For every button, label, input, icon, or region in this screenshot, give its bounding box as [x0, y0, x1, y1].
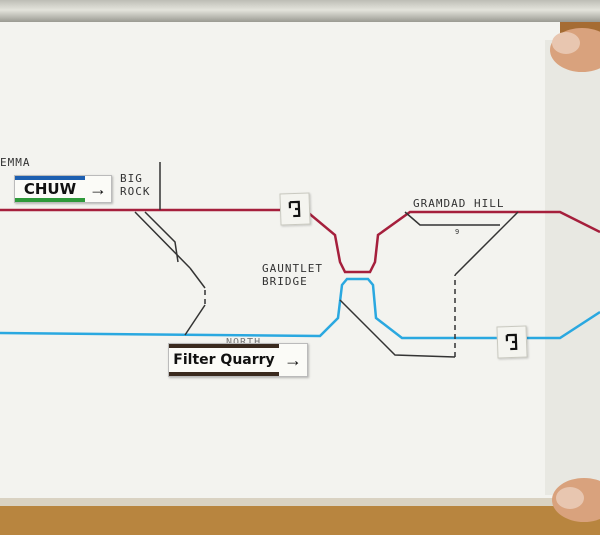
signal-sign-icon[interactable] [496, 325, 528, 359]
filter-quarry-tag[interactable]: Filter Quarry → [168, 343, 308, 377]
siding-number: 9 [455, 228, 460, 236]
chuw-label-block: CHUW [15, 176, 85, 202]
filter-quarry-top-stripe [169, 344, 279, 348]
signal-glyph [505, 333, 518, 351]
filter-quarry-bottom-stripe [169, 372, 279, 376]
signal-glyph [288, 200, 301, 218]
station-label-gramdad-hill: GRAMDAD HILL [413, 197, 505, 210]
station-label-north: NORTH [226, 336, 261, 349]
chuw-top-stripe [15, 176, 85, 180]
arrow-right-icon: → [284, 349, 302, 370]
chuw-label: CHUW [23, 180, 77, 198]
station-label-gauntlet-bridge: GAUNTLET BRIDGE [262, 262, 323, 288]
track-work [134, 162, 519, 358]
filter-quarry-label-block: Filter Quarry [169, 344, 279, 376]
metal-rail [0, 0, 600, 22]
chuw-bottom-stripe [15, 198, 85, 202]
paper-sheet [0, 14, 560, 500]
station-label-emma: EMMA [0, 156, 31, 169]
red-line [0, 208, 600, 274]
filter-quarry-label: Filter Quarry [173, 352, 275, 368]
chuw-tag[interactable]: CHUW → [14, 175, 112, 203]
arrow-right-icon: → [89, 178, 107, 199]
station-label-big-rock: BIG ROCK [120, 172, 151, 198]
signal-sign-icon[interactable] [279, 192, 311, 226]
